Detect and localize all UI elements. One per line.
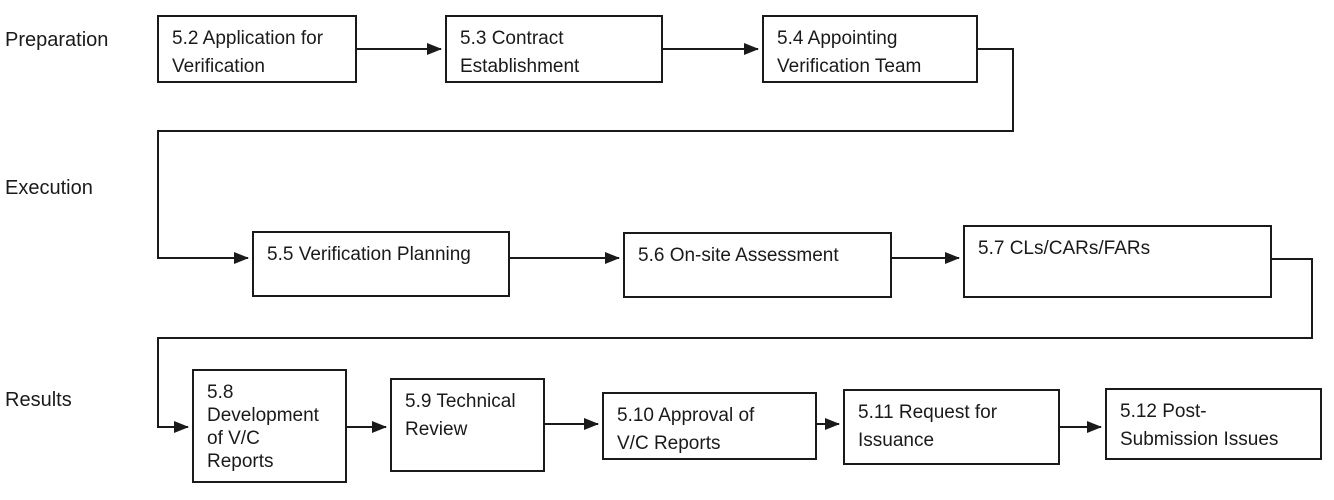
flow-box-5-9-technical-review: 5.9 Technical Review	[390, 378, 545, 472]
row-label-preparation: Preparation	[5, 29, 109, 51]
connector-5-7-to-5-8	[157, 258, 1313, 433]
connector-5-4-to-5-5	[157, 48, 1014, 264]
row-label-execution: Execution	[5, 177, 93, 199]
flow-box-5-3-contract-establishment: 5.3 Contract Establishment	[445, 15, 663, 83]
flow-box-5-2-application-for-verification: 5.2 Application for Verification	[157, 15, 357, 83]
flow-box-5-5-verification-planning: 5.5 Verification Planning	[252, 231, 510, 297]
flow-box-5-7-cls-cars-fars: 5.7 CLs/CARs/FARs	[963, 225, 1272, 298]
flow-box-5-12-post-submission-issues: 5.12 Post- Submission Issues	[1105, 388, 1322, 460]
flow-box-5-4-appointing-verification-team: 5.4 Appointing Verification Team	[762, 15, 978, 83]
flow-box-5-6-on-site-assessment: 5.6 On-site Assessment	[623, 232, 892, 298]
flow-box-5-11-request-for-issuance: 5.11 Request for Issuance	[843, 389, 1060, 465]
flow-box-5-10-approval-of-vc-reports: 5.10 Approval of V/C Reports	[602, 392, 817, 460]
row-label-results: Results	[5, 389, 72, 411]
flow-box-5-8-development-of-vc-reports: 5.8 Development of V/C Reports	[192, 369, 347, 483]
